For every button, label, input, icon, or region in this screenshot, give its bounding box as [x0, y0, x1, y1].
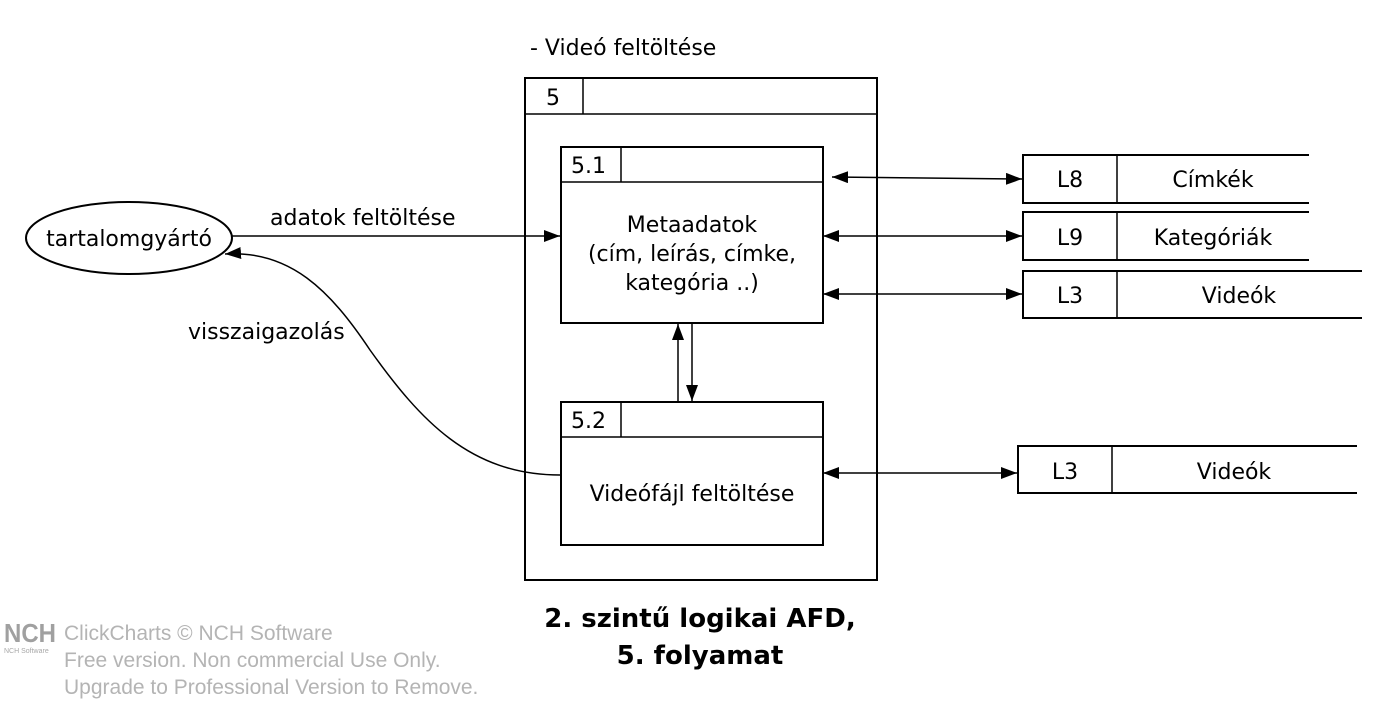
- subprocess-5-2-id: 5.2: [571, 409, 606, 434]
- data-store-l8[interactable]: L8 Címkék: [1022, 154, 1309, 204]
- subprocess-5-1-label-line3: kategória ..): [625, 271, 759, 296]
- data-store-l3-top-name: Videók: [1202, 284, 1277, 309]
- watermark-line2: Free version. Non commercial Use Only.: [64, 649, 441, 672]
- process-5-id: 5: [546, 86, 560, 111]
- data-store-l9-name: Kategóriák: [1154, 226, 1273, 251]
- diagram-caption-line2: 5. folyamat: [617, 641, 784, 671]
- watermark-line1: ClickCharts © NCH Software: [64, 622, 333, 645]
- data-store-l3-top[interactable]: L3 Videók: [1022, 270, 1362, 319]
- diagram-header-title: - Videó feltöltése: [530, 36, 716, 61]
- data-store-l9-id: L9: [1057, 226, 1083, 251]
- data-store-l3-bottom[interactable]: L3 Videók: [1017, 445, 1357, 494]
- data-store-l8-name: Címkék: [1172, 168, 1253, 193]
- flow-visszaigazolas-arrow: [224, 247, 561, 476]
- nch-logo-subtext: NCH Software: [4, 648, 49, 655]
- data-store-l9[interactable]: L9 Kategóriák: [1022, 211, 1309, 261]
- data-store-l8-id: L8: [1057, 168, 1083, 193]
- external-entity-label: tartalomgyártó: [46, 227, 212, 252]
- subprocess-5-1[interactable]: 5.1 Metaadatok (cím, leírás, címke, kate…: [560, 146, 824, 324]
- data-store-l3-bottom-id: L3: [1052, 460, 1078, 485]
- subprocess-5-1-id: 5.1: [571, 154, 606, 179]
- subprocess-5-2[interactable]: 5.2 Videófájl feltöltése: [560, 401, 824, 546]
- flow-visszaigazolas-label: visszaigazolás: [188, 320, 345, 345]
- subprocess-5-1-label-line1: Metaadatok: [627, 213, 758, 238]
- watermark: NCH NCH Software ClickCharts © NCH Softw…: [4, 618, 478, 699]
- flow-l8-arrow: [831, 171, 1023, 185]
- watermark-line3: Upgrade to Professional Version to Remov…: [64, 676, 478, 699]
- data-store-l3-top-id: L3: [1057, 284, 1083, 309]
- nch-logo-icon: NCH NCH Software: [4, 618, 56, 655]
- nch-logo-text: NCH: [4, 618, 56, 648]
- subprocess-5-2-label: Videófájl feltöltése: [590, 482, 795, 507]
- external-entity-tartalomgyarto[interactable]: tartalomgyártó: [25, 201, 233, 275]
- diagram-caption-line1: 2. szintű logikai AFD,: [544, 604, 855, 634]
- subprocess-5-1-label-line2: (cím, leírás, címke,: [588, 242, 796, 267]
- data-store-l3-bottom-name: Videók: [1197, 460, 1272, 485]
- flow-adatok-feltoltese-label: adatok feltöltése: [270, 206, 456, 231]
